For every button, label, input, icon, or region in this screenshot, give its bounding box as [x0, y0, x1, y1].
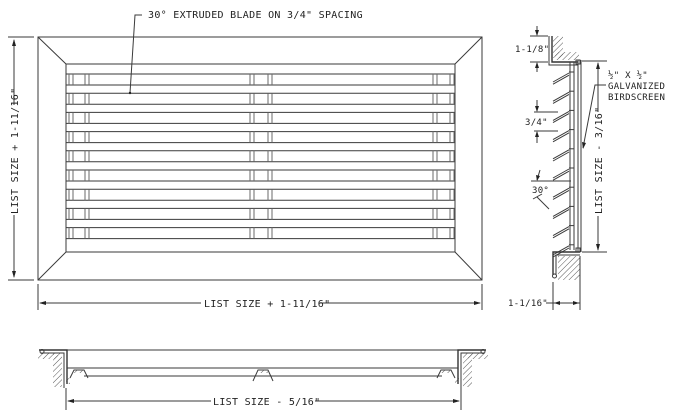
arrow — [582, 142, 586, 149]
dim-depth-text: 1-1/16" — [508, 299, 548, 309]
side-blade — [552, 130, 570, 141]
support-right — [436, 369, 459, 384]
side-blade — [552, 168, 570, 179]
front-view: 30° EXTRUDED BLADE ON 3/4" SPACING LIST … — [8, 10, 483, 310]
arrow-left — [39, 301, 46, 305]
dim-text-gap — [211, 395, 315, 407]
wall-hatch-left2 — [38, 353, 58, 359]
dim-text-gap — [8, 105, 20, 215]
flange-bottom-inner — [555, 254, 580, 275]
arrow — [536, 175, 540, 181]
screen-callout-line3: BIRDSCREEN — [608, 93, 665, 103]
dim-flange-text: 1-1/8" — [515, 45, 549, 55]
outer-frame — [37, 36, 483, 281]
arrow — [453, 399, 460, 403]
screen-callout-leader — [582, 84, 606, 149]
arrow — [596, 244, 600, 251]
flange-curl — [552, 273, 557, 279]
angle-tick — [532, 193, 543, 200]
support-left — [66, 369, 89, 384]
flange-top — [551, 36, 578, 63]
dim-height-text: LIST SIZE + 1-11/16" — [10, 88, 21, 214]
side-blade — [552, 228, 570, 239]
side-blade — [552, 72, 570, 83]
blade-callout-text: 30° EXTRUDED BLADE ON 3/4" SPACING — [148, 10, 363, 21]
side-blade — [552, 91, 570, 102]
side-view: 1-1/8" 3/4" 30° LIST SIZE - 3/16" ½" X ½… — [508, 26, 665, 310]
miter-tr — [454, 36, 483, 65]
side-blade — [552, 189, 570, 200]
dim-side-height-text: LIST SIZE - 3/16" — [594, 107, 605, 214]
wall-hatch-right — [463, 353, 472, 387]
side-blade-group — [552, 71, 574, 258]
arrow — [596, 62, 600, 69]
flange-curl — [480, 349, 486, 354]
arrow-down — [12, 271, 16, 278]
blade-callout-leader — [129, 14, 142, 94]
dim-text-gap — [592, 112, 604, 216]
arrow — [573, 301, 579, 305]
miter-br — [454, 251, 483, 281]
flange-left-inner — [41, 352, 65, 388]
arrow — [535, 30, 539, 36]
miter-tl — [37, 36, 67, 65]
arrow — [554, 301, 560, 305]
wall-hatch-top2 — [555, 52, 579, 60]
wall-hatch-left — [53, 353, 62, 387]
screen-callout-line1: ½" X ½" — [608, 70, 648, 81]
side-blade — [552, 151, 570, 162]
flange-right-inner — [460, 352, 484, 388]
arrow-right — [474, 301, 481, 305]
dim-text-gap — [201, 296, 319, 308]
side-blade — [552, 149, 570, 160]
side-blade — [552, 206, 570, 217]
wall-hatch-top — [553, 36, 563, 58]
dim-bottom-width-text: LIST SIZE - 5/16" — [213, 397, 320, 408]
flange-bottom — [552, 251, 580, 275]
blade-group — [66, 73, 455, 240]
side-blade — [552, 245, 570, 256]
arrow — [535, 131, 539, 137]
dim-spacing-text: 3/4" — [525, 118, 548, 128]
flange-top-inner — [548, 36, 578, 66]
miter-bl — [37, 251, 67, 281]
side-blade — [552, 93, 570, 104]
bottom-view: LIST SIZE - 5/16" — [38, 349, 488, 410]
support-center — [252, 369, 274, 382]
side-blade — [552, 74, 570, 85]
arrow — [67, 399, 74, 403]
arrow-up — [12, 39, 16, 46]
wall-hatch-right2 — [468, 353, 488, 359]
dim-angle-text: 30° — [532, 186, 549, 196]
angle-leader — [536, 196, 550, 210]
screen-callout-line2: GALVANIZED — [608, 82, 665, 92]
arrow — [535, 62, 539, 68]
leader-dot — [128, 91, 132, 95]
arrow — [535, 106, 539, 112]
side-blade — [552, 132, 570, 143]
side-blade — [552, 209, 570, 220]
inner-opening — [65, 63, 456, 253]
screen-clip-top — [575, 59, 581, 65]
side-blade — [552, 187, 570, 198]
side-blade — [552, 170, 570, 181]
side-blade — [552, 110, 570, 121]
flange-curl — [39, 349, 45, 354]
side-blade — [552, 226, 570, 237]
dim-width-text: LIST SIZE + 1-11/16" — [204, 299, 330, 310]
wall-hatch-bottom — [558, 256, 580, 280]
side-blade — [552, 113, 570, 124]
